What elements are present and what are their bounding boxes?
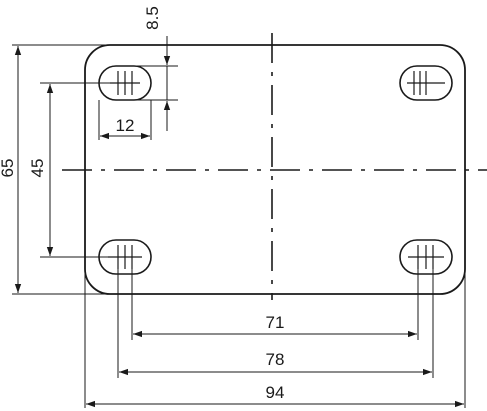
dim-hole-center-width: 71 bbox=[266, 313, 285, 332]
dim-overall-height: 65 bbox=[0, 159, 17, 178]
slot-bottom-right bbox=[399, 239, 453, 275]
dim-slot-length: 12 bbox=[116, 116, 135, 135]
dim-hole-outer-width: 78 bbox=[266, 350, 285, 369]
dimension-lines bbox=[14, 36, 464, 408]
dim-slot-width: 8.5 bbox=[143, 6, 162, 30]
dim-overall-width: 94 bbox=[266, 383, 285, 402]
dim-hole-center-height: 45 bbox=[28, 159, 47, 178]
slot-top-right bbox=[399, 65, 453, 101]
extension-lines bbox=[12, 44, 466, 408]
